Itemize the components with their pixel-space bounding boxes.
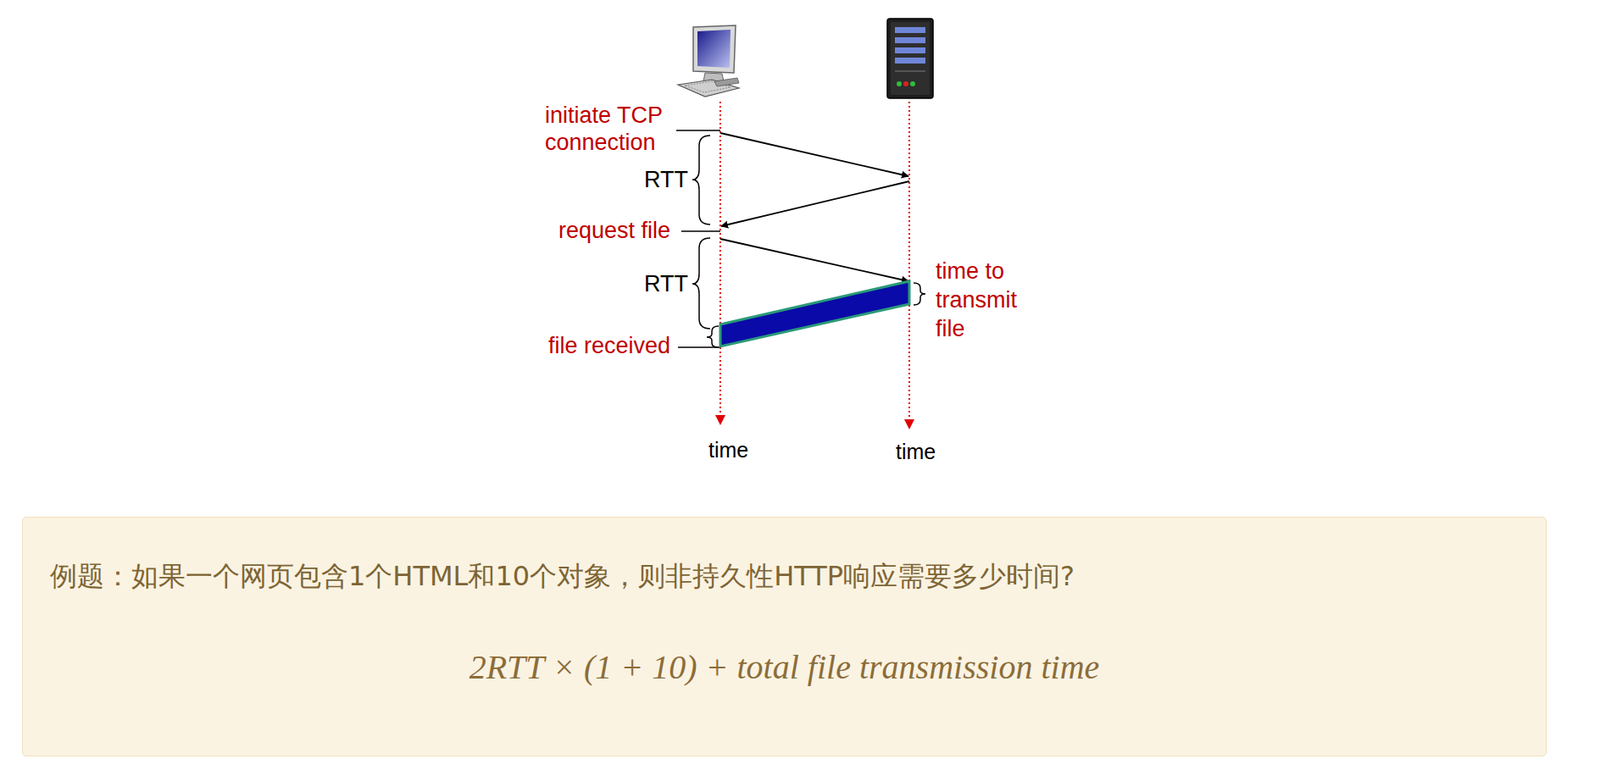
event-label: request file [558, 216, 671, 245]
axis-label: time [708, 436, 749, 464]
file-transmission-band [720, 281, 910, 347]
message-arrows [720, 133, 910, 282]
event-label: file received [548, 332, 671, 360]
axis-label: time [895, 438, 936, 466]
formula-text: 2RTT × (1 + 10) + total file transmissio… [50, 646, 1519, 689]
event-label: initiate TCP connection [544, 101, 689, 156]
server-icon [887, 18, 934, 99]
question-text: 例题：如果一个网页包含1个HTML和10个对象，则非持久性HTTP响应需要多少时… [50, 558, 1519, 595]
timelines [715, 101, 915, 430]
rtt-label: RTT [644, 270, 689, 298]
rtt-label: RTT [644, 166, 689, 194]
duration-label: time to transmit file [935, 256, 1036, 344]
tick-lines [676, 130, 721, 348]
example-callout: 例题：如果一个网页包含1个HTML和10个对象，则非持久性HTTP响应需要多少时… [22, 516, 1547, 757]
client-computer-icon [677, 25, 739, 97]
braces [692, 135, 926, 348]
